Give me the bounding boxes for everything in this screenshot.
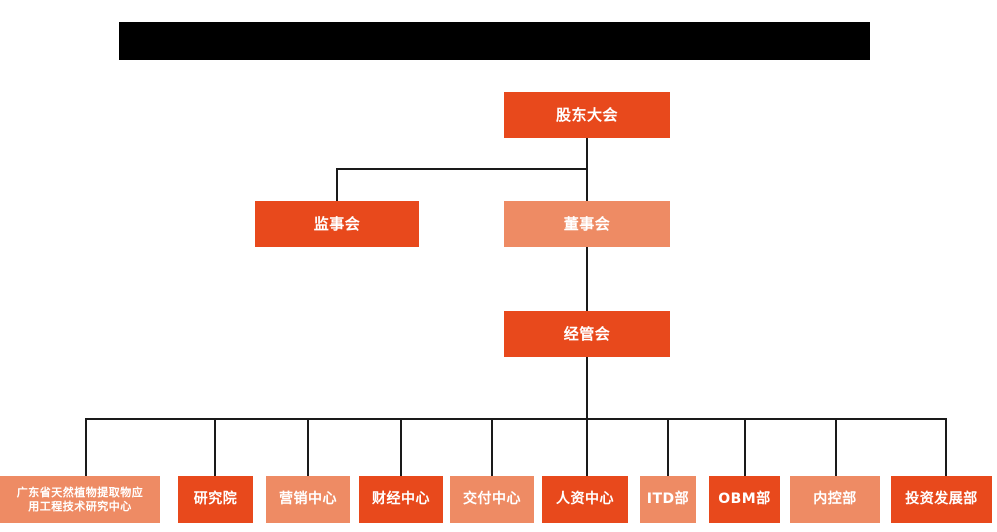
node-research-center-gd[interactable]: 广东省天然植物提取物应 用工程技术研究中心 [0, 476, 160, 523]
node-label: 广东省天然植物提取物应 用工程技术研究中心 [16, 485, 144, 513]
node-label: 监事会 [313, 214, 361, 233]
connector-vertical-shareholders-down [586, 138, 588, 168]
redacted-title-bar [119, 22, 870, 60]
connector-vertical-to-investment-development-dept [945, 418, 947, 476]
node-delivery-center[interactable]: 交付中心 [450, 476, 534, 523]
node-label: 内控部 [813, 490, 857, 507]
node-internal-control-dept[interactable]: 内控部 [790, 476, 880, 523]
connector-vertical-to-internal-control-dept [835, 418, 837, 476]
connector-vertical-to-hr-center [586, 418, 588, 476]
node-finance-center[interactable]: 财经中心 [359, 476, 443, 523]
connector-vertical-to-obm-dept [744, 418, 746, 476]
connector-vertical-to-supervisors [336, 168, 338, 201]
connector-horizontal-departments-bar [85, 418, 946, 420]
node-label: 研究院 [193, 490, 238, 507]
connector-vertical-to-research-institute [214, 418, 216, 476]
node-hr-center[interactable]: 人资中心 [542, 476, 628, 523]
node-label: OBM部 [718, 490, 771, 507]
connector-vertical-to-finance-center [400, 418, 402, 476]
node-research-institute[interactable]: 研究院 [178, 476, 253, 523]
connector-vertical-management-down [586, 357, 588, 419]
connector-horizontal-level2-bar [336, 168, 588, 170]
node-label: 营销中心 [279, 490, 337, 507]
connector-vertical-to-directors [586, 168, 588, 201]
node-label: 人资中心 [556, 490, 614, 507]
connector-vertical-to-research-center-gd [85, 418, 87, 476]
node-itd-dept[interactable]: ITD部 [640, 476, 696, 523]
node-investment-development-dept[interactable]: 投资发展部 [891, 476, 992, 523]
node-marketing-center[interactable]: 营销中心 [266, 476, 350, 523]
node-label: 股东大会 [555, 105, 618, 124]
node-label: 经管会 [563, 324, 611, 343]
node-management-committee[interactable]: 经管会 [504, 311, 670, 357]
node-shareholders-meeting[interactable]: 股东大会 [504, 92, 670, 138]
node-label: 董事会 [563, 214, 611, 233]
connector-vertical-to-marketing-center [307, 418, 309, 476]
node-obm-dept[interactable]: OBM部 [709, 476, 780, 523]
node-board-of-directors[interactable]: 董事会 [504, 201, 670, 247]
node-label: ITD部 [646, 490, 690, 507]
node-board-of-supervisors[interactable]: 监事会 [255, 201, 419, 247]
node-label: 财经中心 [372, 490, 430, 507]
connector-vertical-to-itd-dept [667, 418, 669, 476]
node-label: 投资发展部 [905, 490, 978, 507]
node-label: 交付中心 [463, 490, 521, 507]
connector-vertical-directors-to-management [586, 247, 588, 311]
connector-vertical-to-delivery-center [491, 418, 493, 476]
